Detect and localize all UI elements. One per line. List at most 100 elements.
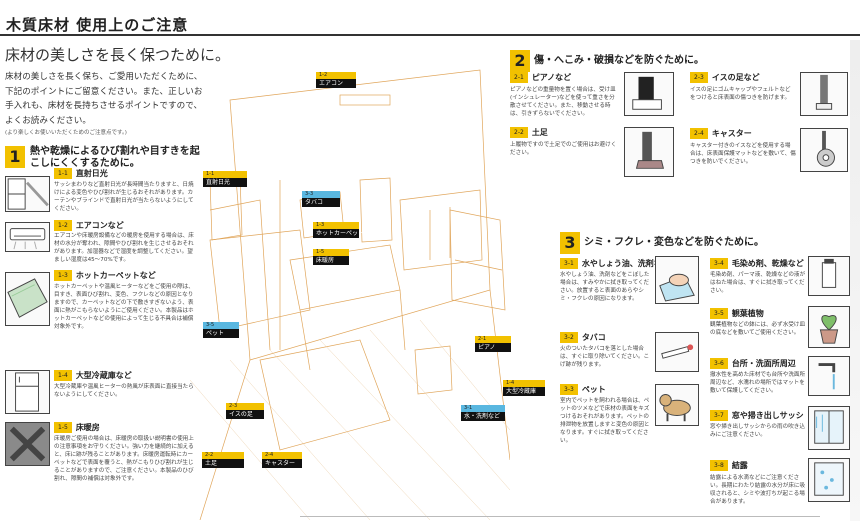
tag-shoes-label: 土足 bbox=[202, 459, 244, 468]
window-sash-image bbox=[808, 406, 850, 450]
section-1-number: 1 bbox=[5, 146, 25, 168]
intro-text: 床材の美しさを長く保ち、ご愛用いただくために、下記のポイントにご留意ください。ま… bbox=[5, 72, 203, 126]
tag-air-conditioner-number: 1-2 bbox=[316, 72, 356, 79]
tag-shoes-number: 2-2 bbox=[202, 452, 244, 459]
item-2-4-number: 2-4 bbox=[690, 128, 708, 139]
section-2-title: 傷・へこみ・破損などを防ぐために。 bbox=[534, 55, 704, 66]
item-1-1-title: 直射日光 bbox=[75, 169, 108, 178]
item-3-6-text: 撤水性を高めた床材でも台所や洗面所周辺など、水濡れの場所ではマットを敷いて保護し… bbox=[710, 372, 806, 394]
page-edge-strip bbox=[850, 40, 860, 521]
item-2-2-number: 2-2 bbox=[510, 127, 528, 138]
bottom-divider bbox=[300, 516, 820, 517]
item-3-1-title: 水やしょう油、洗剤など bbox=[581, 259, 670, 268]
item-3-7-title: 窓や掃き出しサッシ bbox=[731, 411, 804, 420]
item-3-2-title: タバコ bbox=[581, 333, 606, 342]
tag-sunlight-number: 1-1 bbox=[203, 171, 247, 178]
tag-chair-legs-number: 2-3 bbox=[226, 403, 264, 410]
item-2-3-title: イスの足など bbox=[711, 73, 760, 82]
item-1-3-text: ホットカーペットや温風ヒーターなどをご使用の際は、目すき、表面ひび割れ、変色、フ… bbox=[54, 284, 194, 330]
item-2-2-title: 土足 bbox=[531, 128, 548, 137]
tag-pet-number: 3-5 bbox=[203, 322, 239, 329]
item-3-7-text: 窓や掃き出しサッシからの雨の吹き込みにご注意ください。 bbox=[710, 424, 805, 438]
item-3-5-number: 3-5 bbox=[710, 308, 728, 319]
item-2-1-title: ピアノなど bbox=[531, 73, 572, 82]
room-illustration bbox=[189, 60, 511, 521]
hair-dye-image bbox=[808, 256, 850, 296]
item-1-2-title: エアコンなど bbox=[75, 221, 124, 230]
section-1-title: 熱や乾燥によるひび割れや目すきを起こしにくくするために。 bbox=[30, 146, 200, 169]
dog-image bbox=[655, 384, 699, 426]
page-subtitle: 床材の美しさを長く保つために。 bbox=[5, 46, 231, 64]
item-2-3-text: イスの足にゴムキャップやフェルトなどをつけると床表面の傷つきを防げます。 bbox=[690, 87, 791, 101]
item-1-1-number: 1-1 bbox=[54, 168, 72, 179]
piano-leg-image bbox=[624, 72, 674, 116]
tag-tobacco-label: タバコ bbox=[302, 198, 340, 207]
item-1-5-title: 床暖房 bbox=[75, 423, 100, 432]
sunlight-image bbox=[5, 176, 50, 212]
item-1-3-title: ホットカーペットなど bbox=[75, 271, 156, 280]
item-3-8-title: 結露 bbox=[731, 461, 748, 470]
tag-hot-carpet-number: 1-3 bbox=[313, 222, 359, 229]
tag-tobacco-number: 3-3 bbox=[302, 191, 340, 198]
shoes-image bbox=[624, 127, 674, 177]
item-3-1-text: 水やしょう油、洗剤などをこぼした場合は、すみやかに拭き取ってください。放置すると… bbox=[560, 272, 650, 302]
item-3-8-text: 結露による水滴などにご注意ください。長期にわたり結露の水分が床に吸収されると、シ… bbox=[710, 475, 806, 505]
cigarette-image bbox=[655, 332, 699, 372]
air-conditioner-image bbox=[5, 222, 50, 252]
item-2-2-text: 上履物ですので土足でのご使用はお避けください。 bbox=[510, 142, 617, 156]
tag-floor-heating-label: 床暖房 bbox=[313, 256, 349, 265]
item-1-1-text: サッシまわりなど直射日光が長時間当たりますと、日焼けによる変色やひび割れが生じる… bbox=[54, 182, 194, 212]
item-2-4-title: キャスター bbox=[711, 129, 752, 138]
item-2-1-text: ピアノなどの重量物を置く場合は、受け皿(インシュレーター)などを使って重さを分散… bbox=[510, 87, 616, 117]
item-3-8-number: 3-8 bbox=[710, 460, 728, 471]
tag-casters-number: 2-4 bbox=[262, 452, 302, 459]
title-bar: 木質床材 使用上のご注意 bbox=[0, 10, 860, 36]
item-3-6-title: 台所・洗面所周辺 bbox=[731, 359, 796, 368]
item-2-1-number: 2-1 bbox=[510, 72, 528, 83]
item-3-3-text: 室内でペットを飼われる場合は、ペットのツメなどで床材の表面をキズつけるおそれがあ… bbox=[560, 398, 650, 444]
item-3-7-number: 3-7 bbox=[710, 410, 728, 421]
item-3-4-title: 毛染め剤、乾燥など bbox=[731, 259, 804, 268]
item-3-3-title: ペット bbox=[581, 385, 606, 394]
item-3-5-title: 観葉植物 bbox=[731, 309, 764, 318]
intro-note: (より楽しくお使いいただくためのご注意点です。) bbox=[5, 130, 127, 136]
tag-water-detergent-number: 3-1 bbox=[461, 405, 505, 412]
item-1-4-number: 1-4 bbox=[54, 370, 72, 381]
item-3-6-number: 3-6 bbox=[710, 358, 728, 369]
chair-leg-image bbox=[800, 72, 848, 116]
item-3-2-number: 3-2 bbox=[560, 332, 578, 343]
item-1-5-number: 1-5 bbox=[54, 422, 72, 433]
tag-hot-carpet-label: ホットカーペット bbox=[313, 229, 364, 238]
item-2-4-text: キャスター付きのイスなどを使用する場合は、床表面保護マットなどを敷いて、傷つきを… bbox=[690, 143, 796, 165]
item-3-5-text: 観葉植物などの鉢には、必ず水受け皿の底などを敷いてご使用ください。 bbox=[710, 322, 806, 336]
section-2-number: 2 bbox=[510, 50, 530, 72]
item-1-2-text: エアコンや床暖房設備などの暖房を使用する場合は、床材の水分が奪われ、隙間やひび割… bbox=[54, 233, 194, 263]
tag-air-conditioner-label: エアコン bbox=[316, 79, 356, 88]
hot-carpet-image bbox=[5, 272, 50, 326]
tag-piano-number: 2-1 bbox=[475, 336, 511, 343]
refrigerator-image bbox=[5, 370, 50, 414]
section-3-number: 3 bbox=[560, 232, 580, 254]
condensation-image bbox=[808, 458, 850, 502]
